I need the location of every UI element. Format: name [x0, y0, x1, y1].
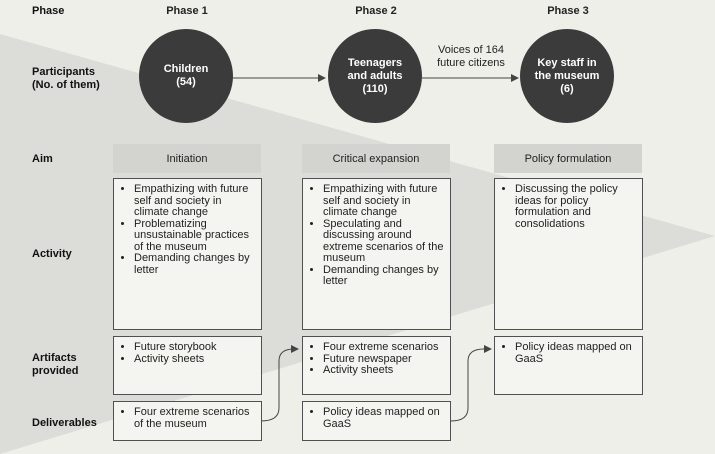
row-label-participants-line2: (No. of them) [32, 79, 100, 91]
row-label-deliverables: Deliverables [32, 417, 97, 429]
row-label-artifacts-line1: Artifacts [32, 352, 77, 364]
phase-2-activity-item: Empathizing with future self and society… [323, 183, 444, 219]
phase-2-artifact-item: Activity sheets [323, 364, 444, 377]
phase-1-activity-item: Empathizing with future self and society… [134, 183, 255, 219]
phase-2-participants-line1: Teenagers [347, 56, 403, 69]
phase-3-participants-line2: the museum [534, 69, 600, 82]
row-label-aim: Aim [32, 153, 53, 165]
phase-1-participants-line2: (54) [176, 76, 196, 88]
flow-label-line1: Voices of 164 [437, 44, 505, 56]
phase-2-participants-line2: and adults [347, 69, 403, 82]
phase-1-participants-circle: Children (54) [139, 29, 233, 123]
phase-2-activity-item: Demanding changes by letter [323, 264, 444, 288]
phase-2-participants-line3: (110) [362, 82, 388, 95]
phase-3-activity-box: Discussing the policy ideas for policy f… [494, 178, 643, 330]
phase-3-participants-circle: Key staff in the museum (6) [520, 29, 614, 123]
phase-2-aim: Critical expansion [302, 144, 450, 173]
row-label-participants-line1: Participants [32, 66, 95, 78]
phase-1-participants-line1: Children [163, 63, 209, 75]
phase-3-participants-line3: (6) [560, 82, 574, 95]
phase-3-activity-item: Discussing the policy ideas for policy f… [515, 183, 636, 230]
phase-2-activity-box: Empathizing with future self and society… [302, 178, 451, 330]
phase-1-deliverable-item: Four extreme scenarios of the museum [134, 406, 255, 430]
phase-3-title: Phase 3 [547, 5, 589, 17]
phase-3-artifacts-box: Policy ideas mapped on GaaS [494, 336, 643, 395]
flow-label: Voices of 164 future citizens [430, 44, 512, 70]
flow-label-line2: future citizens [437, 57, 505, 69]
phase-1-artifact-item: Future storybook [134, 341, 255, 354]
phase-1-activity-item: Problematizing unsustainable practices o… [134, 218, 255, 254]
phase-1-deliverables-box: Four extreme scenarios of the museum [113, 401, 262, 441]
phase-3-artifact-item: Policy ideas mapped on GaaS [515, 341, 636, 365]
phase-1-activity-item: Demanding changes by letter [134, 252, 255, 276]
row-label-artifacts-line2: provided [32, 365, 79, 377]
row-label-activity: Activity [32, 248, 72, 260]
row-label-phase: Phase [32, 5, 65, 17]
phase-3-aim: Policy formulation [494, 144, 642, 173]
phase-1-artifacts-box: Future storybook Activity sheets [113, 336, 262, 395]
phase-2-artifact-item: Four extreme scenarios [323, 341, 444, 354]
phase-1-title: Phase 1 [166, 5, 208, 17]
phase-2-artifacts-box: Four extreme scenarios Future newspaper … [302, 336, 451, 395]
phase-2-participants-circle: Teenagers and adults (110) [328, 29, 422, 123]
phase-2-artifact-item: Future newspaper [323, 353, 444, 366]
phase-2-activity-item: Speculating and discussing around extrem… [323, 218, 444, 265]
phase-2-title: Phase 2 [355, 5, 397, 17]
phase-1-artifact-item: Activity sheets [134, 353, 255, 366]
phase-2-deliverable-item: Policy ideas mapped on GaaS [323, 406, 444, 430]
arrow-deliverable2-to-artifacts3 [450, 345, 492, 422]
row-label-artifacts: Artifacts provided [32, 352, 78, 378]
phase-1-aim: Initiation [113, 144, 261, 173]
arrow-deliverable1-to-artifacts2 [260, 345, 299, 422]
phase-1-activity-box: Empathizing with future self and society… [113, 178, 262, 330]
phase-2-deliverables-box: Policy ideas mapped on GaaS [302, 401, 451, 441]
phase-3-participants-line1: Key staff in [537, 56, 597, 69]
row-label-participants: Participants (No. of them) [32, 66, 100, 92]
